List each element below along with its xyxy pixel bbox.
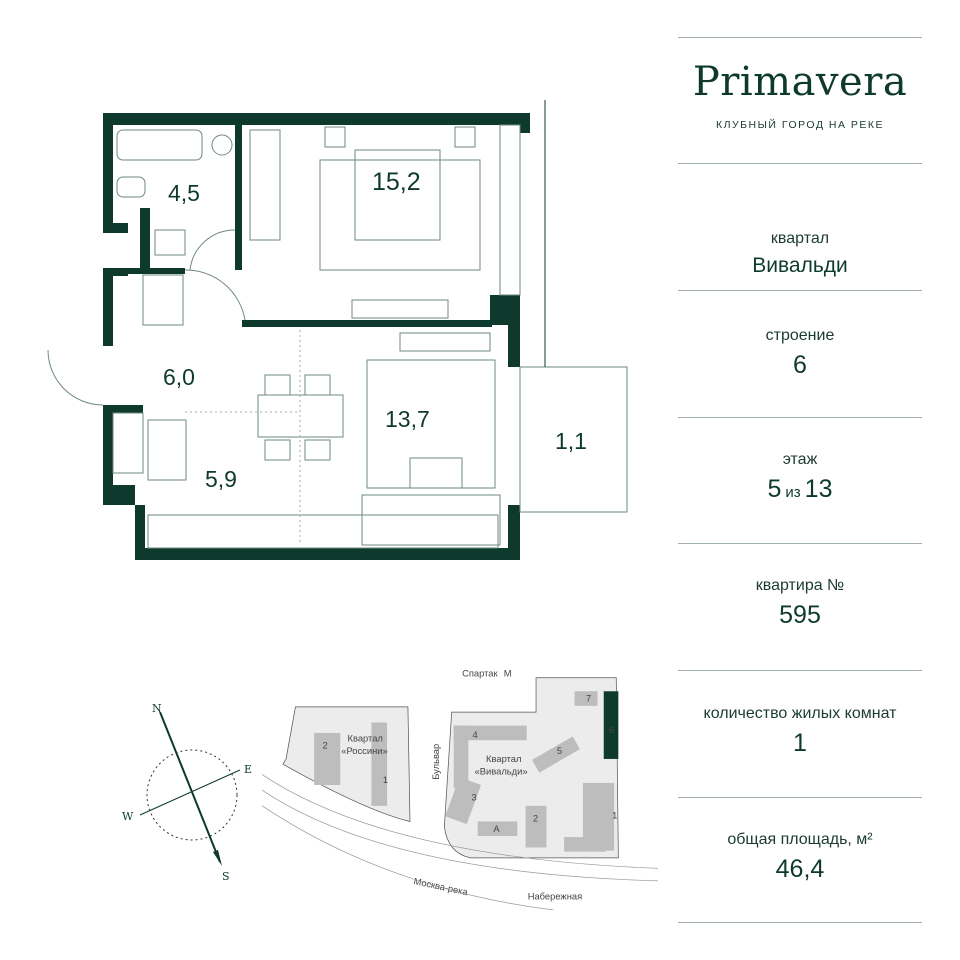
label-apartment: квартира № [755, 577, 845, 594]
compass-cross-line [139, 769, 241, 816]
compass-arrow-icon [213, 850, 222, 866]
building-numbers: 1 2 3 4 5 6 7 A 1 2 [323, 694, 618, 834]
metro-icon: М [504, 669, 512, 679]
floor-total: 13 [804, 475, 833, 503]
floor-number: 5 [767, 475, 782, 503]
label-building: строение [765, 327, 835, 344]
building-number: 1 [383, 775, 388, 785]
quarter-vivaldi-label: Квартал [486, 754, 521, 764]
building-number: 1 [612, 810, 617, 820]
building-number: 5 [557, 746, 562, 756]
label-area: общая площадь, м² [727, 831, 873, 848]
compass-n: N [152, 702, 162, 715]
building-number: 7 [586, 694, 591, 704]
building-number: 3 [471, 793, 476, 803]
compass-ring [146, 749, 238, 841]
area-bath: 4,5 [168, 180, 200, 206]
brand-logo: Primavera [692, 59, 908, 105]
value-quarter: Вивальди [752, 254, 848, 277]
divider [678, 417, 922, 418]
river-waves [261, 774, 658, 910]
label-floor: этаж [782, 451, 818, 468]
area-bedroom: 15,2 [372, 168, 421, 196]
building-number: 2 [533, 813, 538, 823]
label-rooms: количество жилых комнат [703, 705, 897, 722]
value-apartment: 595 [779, 601, 821, 629]
area-living: 13,7 [385, 406, 430, 432]
divider [678, 37, 922, 38]
floor-plan [47, 100, 628, 560]
compass-w: W [122, 810, 134, 823]
value-area: 46,4 [775, 855, 825, 883]
divider [678, 797, 922, 798]
river-label: Москва-река [413, 876, 470, 897]
divider [678, 670, 922, 671]
quarter-rossini-name: «Россини» [341, 746, 387, 756]
quarter-vivaldi-name: «Вивальди» [475, 767, 528, 777]
divider [678, 163, 922, 164]
furniture [47, 124, 628, 549]
building-number: 4 [473, 730, 478, 740]
buildings [314, 691, 615, 852]
label-quarter: квартал [770, 230, 830, 247]
divider [678, 543, 922, 544]
compass-needle [159, 711, 221, 863]
divider [678, 922, 922, 923]
area-hall: 6,0 [163, 364, 195, 390]
compass: N E S W [122, 702, 252, 883]
compass-s: S [222, 870, 230, 883]
compass-e: E [244, 763, 252, 776]
boulevard-label: Бульвар [431, 744, 441, 780]
value-rooms: 1 [793, 729, 807, 757]
floor-of: из [785, 484, 801, 501]
value-building: 6 [793, 351, 807, 379]
highlighted-building [603, 691, 619, 759]
metro-label: Спартак [462, 669, 498, 679]
building-number: 2 [323, 741, 328, 751]
area-balcony: 1,1 [555, 428, 587, 454]
embankment-label: Набережная [528, 892, 582, 902]
building-number: 6 [609, 725, 614, 735]
quarter-rossini [282, 706, 411, 822]
divider [678, 290, 922, 291]
walls [103, 113, 530, 560]
area-kitchen: 5,9 [205, 466, 237, 492]
building-number: A [493, 824, 500, 834]
site-map: Спартак М Квартал «Россини» Квартал «Вив… [261, 669, 658, 910]
brand-tagline: КЛУБНЫЙ ГОРОД НА РЕКЕ [715, 119, 885, 131]
quarter-rossini-label: Квартал [348, 733, 383, 743]
quarter-vivaldi [444, 677, 619, 859]
